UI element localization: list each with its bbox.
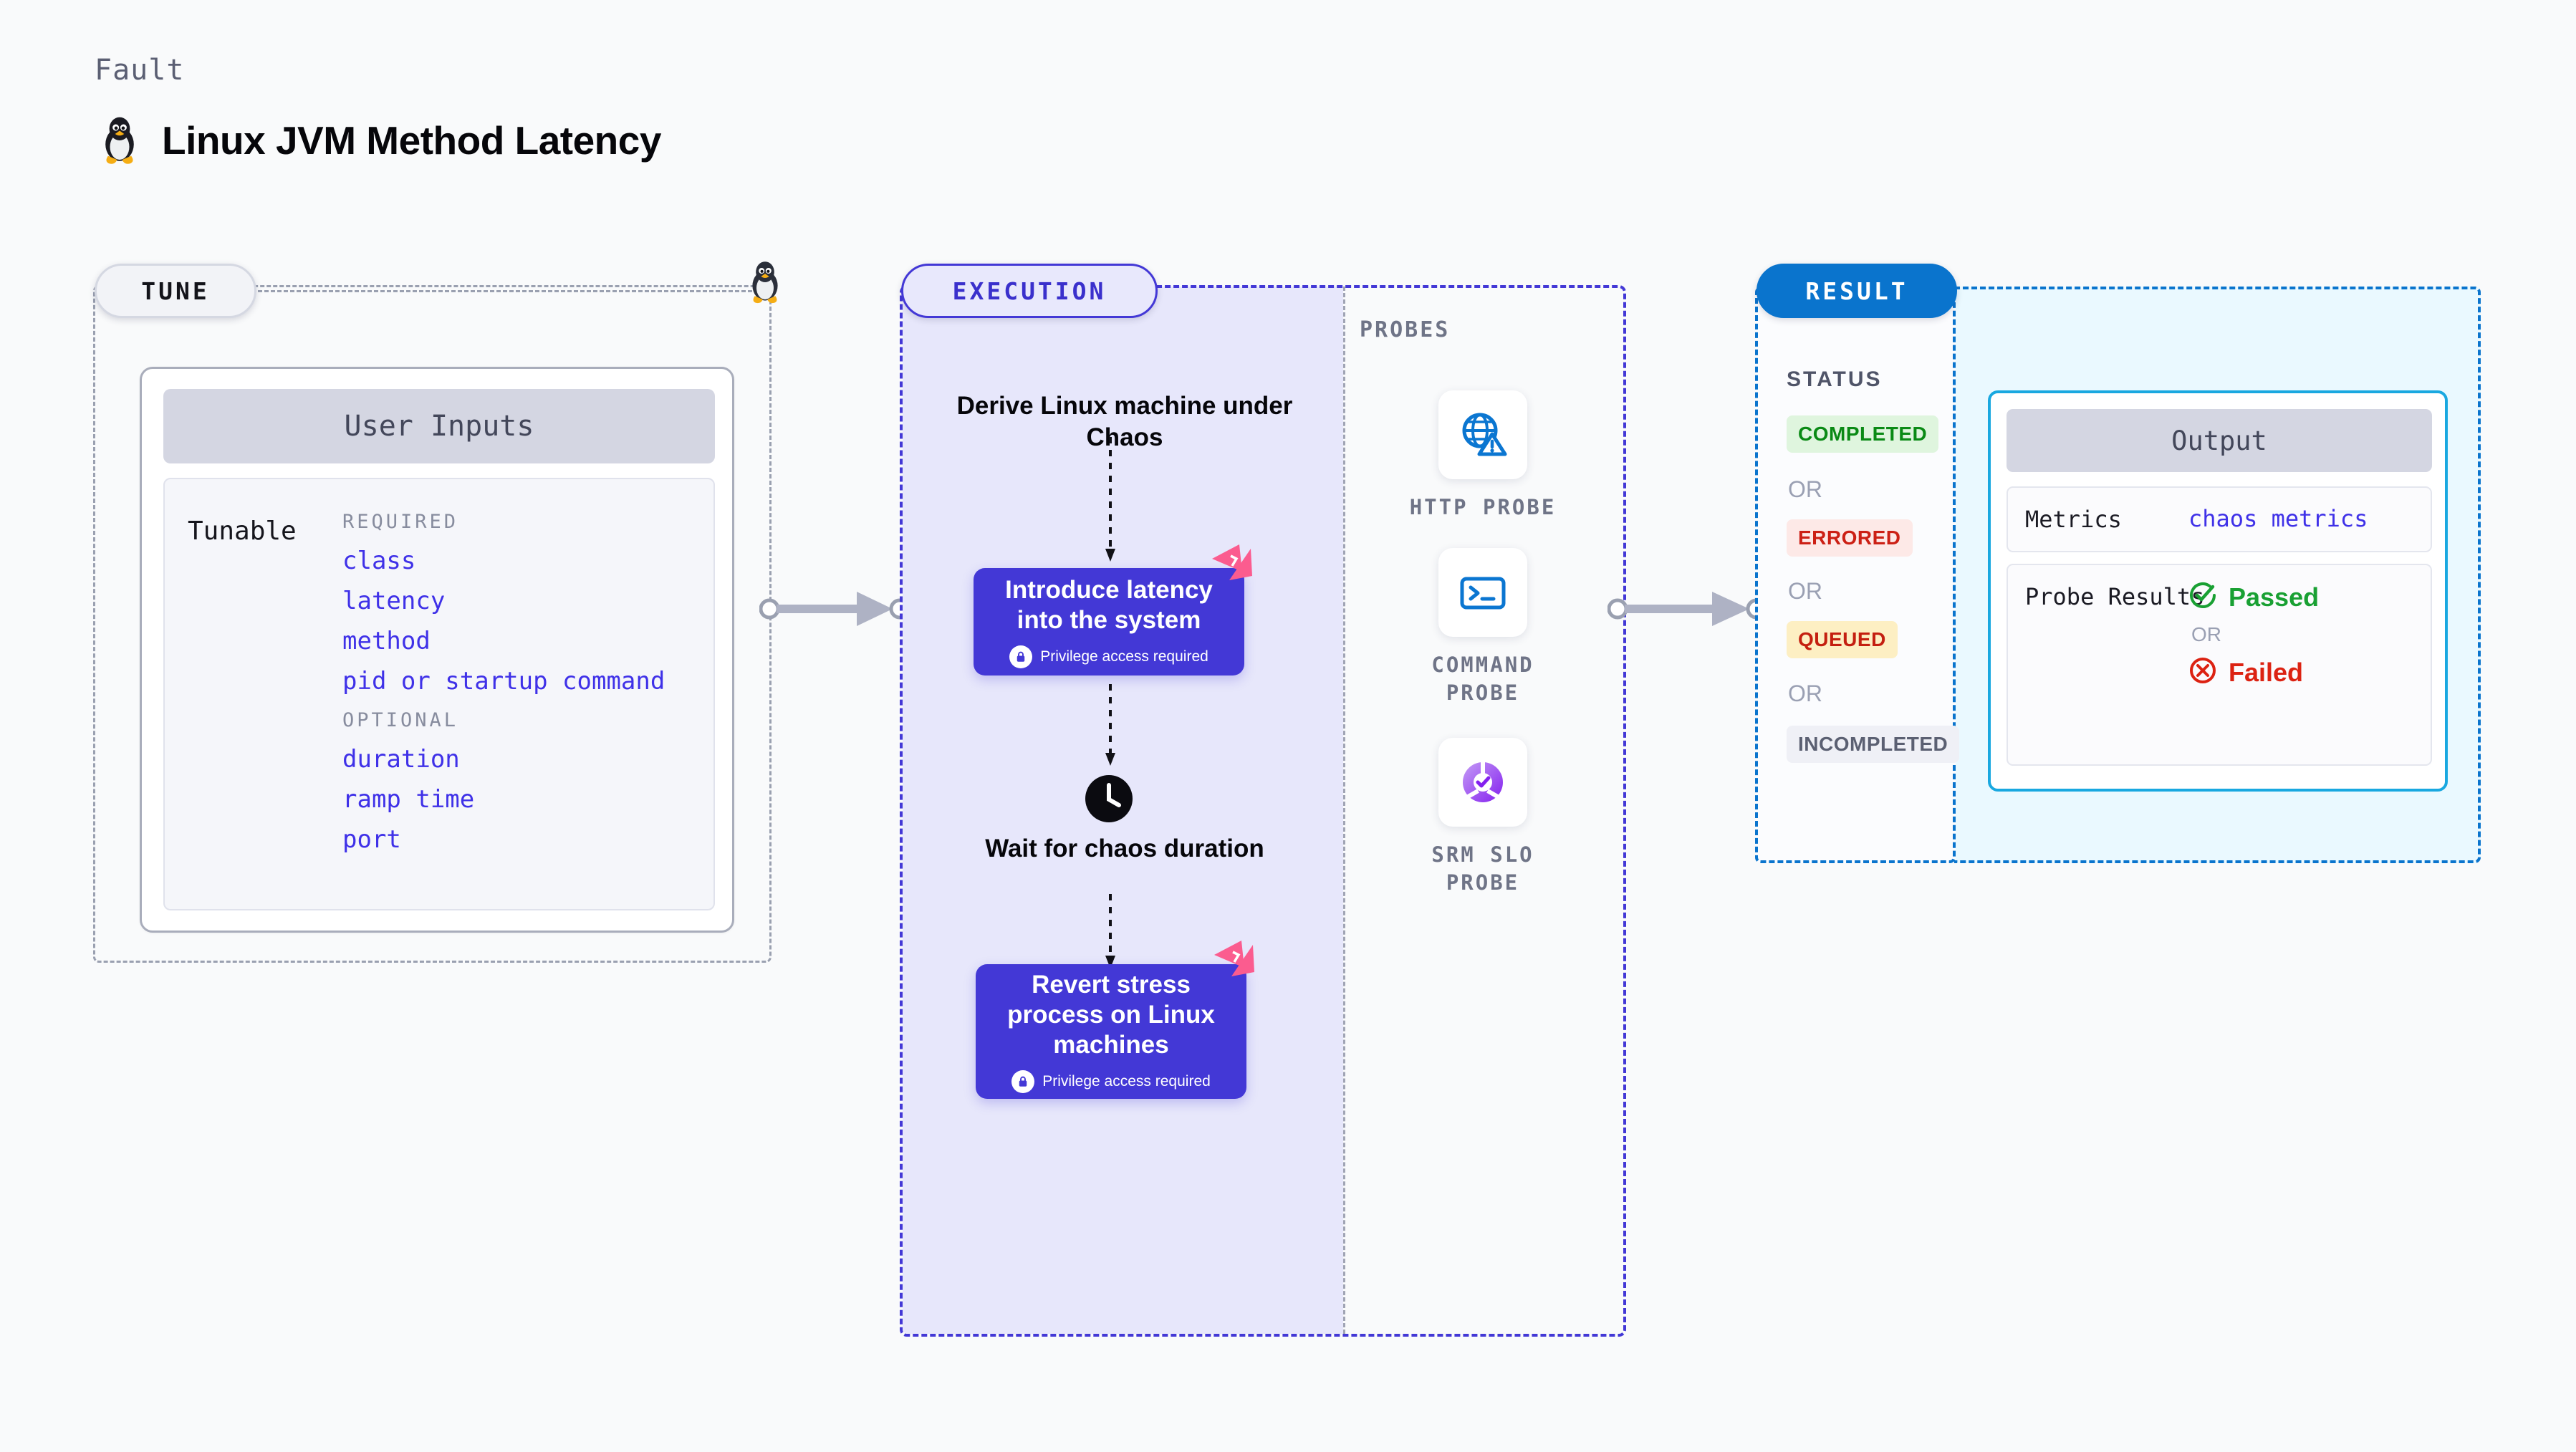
linux-tux-icon-node bbox=[746, 259, 784, 309]
status-badge-errored: ERRORED bbox=[1787, 519, 1913, 557]
clock-icon bbox=[1084, 774, 1134, 824]
execution-step-1-privilege: Privilege access required bbox=[1009, 645, 1208, 668]
output-title: Output bbox=[2007, 409, 2432, 472]
tunable-label: Tunable bbox=[188, 516, 297, 546]
tunable-required-2[interactable]: method bbox=[342, 627, 431, 655]
connector-execution-to-result bbox=[1607, 587, 1772, 634]
execution-step-1[interactable]: Introduce latency into the system Privil… bbox=[974, 568, 1244, 675]
tunable-required-1[interactable]: latency bbox=[342, 587, 446, 615]
linux-tux-icon bbox=[99, 115, 140, 166]
tunable-optional-2[interactable]: port bbox=[342, 825, 401, 854]
user-inputs-title: User Inputs bbox=[163, 389, 715, 463]
output-card: Output Metrics chaos metrics Probe Resul… bbox=[1988, 390, 2448, 792]
slo-donut-check-icon bbox=[1438, 738, 1527, 827]
probe-result-passed-label: Passed bbox=[2229, 582, 2320, 612]
fault-kicker: Fault bbox=[95, 54, 185, 87]
status-badge-queued: QUEUED bbox=[1787, 621, 1898, 658]
x-circle-icon bbox=[2188, 656, 2217, 688]
execution-step-2-text: Revert stress process on Linux machines bbox=[1007, 971, 1215, 1059]
output-probe-results-key: Probe Results bbox=[2025, 583, 2205, 610]
probe-result-or: OR bbox=[2191, 623, 2221, 645]
tune-dashed-connector bbox=[258, 290, 752, 292]
execution-probes-panel bbox=[900, 285, 1626, 1337]
stage-badge-result[interactable]: RESULT bbox=[1756, 264, 1957, 318]
lock-icon bbox=[1009, 645, 1033, 668]
status-badge-completed: COMPLETED bbox=[1787, 415, 1939, 453]
litmus-corner-badge-2 bbox=[1213, 939, 1256, 981]
stage-badge-tune[interactable]: TUNE bbox=[95, 264, 256, 318]
execution-step-2-privilege-text: Privilege access required bbox=[1042, 1073, 1211, 1090]
execution-intro-text: Derive Linux machine under Chaos bbox=[956, 392, 1293, 451]
tunable-required-3[interactable]: pid or startup command bbox=[342, 667, 665, 696]
tunables-list: REQUIRED class latency method pid or sta… bbox=[342, 501, 701, 867]
output-probe-results-values: Passed OR Failed bbox=[2188, 581, 2319, 688]
tunable-required-0[interactable]: class bbox=[342, 547, 416, 575]
page-title: Linux JVM Method Latency bbox=[162, 118, 661, 163]
probe-result-failed-label: Failed bbox=[2229, 657, 2304, 687]
status-or-2: OR bbox=[1788, 578, 1822, 604]
output-probe-results-row: Probe Results Passed OR bbox=[2007, 564, 2432, 766]
flow-arrow-2 bbox=[1103, 684, 1118, 774]
execution-step-2-privilege: Privilege access required bbox=[1011, 1070, 1211, 1093]
optional-section-label: OPTIONAL bbox=[342, 709, 459, 731]
lock-icon bbox=[1011, 1070, 1035, 1093]
probe-command[interactable]: COMMAND PROBE bbox=[1390, 548, 1576, 707]
flow-arrow-1 bbox=[1103, 437, 1118, 569]
execution-probes-divider bbox=[1343, 287, 1345, 1334]
user-inputs-card: User Inputs Tunable REQUIRED class laten… bbox=[140, 367, 734, 933]
wait-step-text: Wait for chaos duration bbox=[985, 835, 1264, 862]
status-badge-incompleted: INCOMPLETED bbox=[1787, 726, 1960, 763]
tune-panel bbox=[93, 285, 772, 963]
probe-srm-slo-label: SRM SLO PROBE bbox=[1431, 842, 1534, 895]
globe-warning-icon bbox=[1438, 390, 1527, 479]
probes-section-label: PROBES bbox=[1360, 317, 1451, 342]
fault-title-row: Linux JVM Method Latency bbox=[99, 115, 661, 166]
status-section-label: STATUS bbox=[1787, 367, 1883, 391]
litmus-corner-badge-1 bbox=[1211, 543, 1254, 585]
execution-step-1-privilege-text: Privilege access required bbox=[1040, 648, 1208, 665]
probe-result-failed: Failed bbox=[2188, 656, 2319, 688]
connector-tune-to-execution bbox=[759, 587, 910, 634]
tunable-optional-1[interactable]: ramp time bbox=[342, 785, 475, 814]
probe-srm-slo[interactable]: SRM SLO PROBE bbox=[1390, 738, 1576, 897]
result-status-panel bbox=[1755, 287, 1956, 863]
output-metrics-value[interactable]: chaos metrics bbox=[2188, 505, 2368, 532]
execution-step-1-text: Introduce latency into the system bbox=[1005, 576, 1213, 634]
probe-result-passed: Passed bbox=[2188, 581, 2319, 613]
tunables-body: Tunable REQUIRED class latency method pi… bbox=[163, 478, 715, 910]
status-or-3: OR bbox=[1788, 681, 1822, 706]
probe-command-label: COMMAND PROBE bbox=[1431, 653, 1534, 706]
probe-http[interactable]: HTTP PROBE bbox=[1390, 390, 1576, 521]
probe-http-label: HTTP PROBE bbox=[1409, 495, 1557, 519]
terminal-icon bbox=[1438, 548, 1527, 637]
check-circle-icon bbox=[2188, 581, 2217, 613]
flow-arrow-3 bbox=[1103, 894, 1118, 976]
required-section-label: REQUIRED bbox=[342, 511, 459, 533]
tunable-optional-0[interactable]: duration bbox=[342, 745, 460, 774]
status-or-1: OR bbox=[1788, 476, 1822, 502]
output-metrics-key: Metrics bbox=[2025, 506, 2122, 533]
output-metrics-row: Metrics chaos metrics bbox=[2007, 486, 2432, 552]
stage-badge-execution[interactable]: EXECUTION bbox=[901, 264, 1158, 318]
execution-step-2[interactable]: Revert stress process on Linux machines … bbox=[976, 964, 1246, 1099]
